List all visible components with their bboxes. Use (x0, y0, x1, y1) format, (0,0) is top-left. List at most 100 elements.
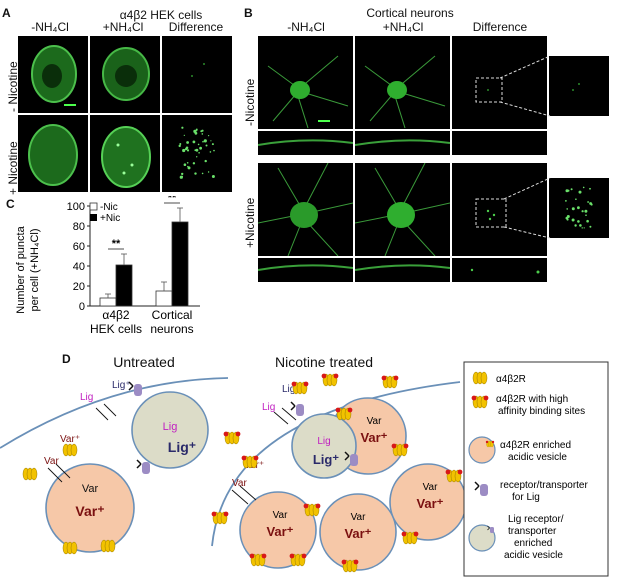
lig-label: Lig (163, 421, 178, 433)
puncta-dot (585, 214, 587, 216)
legend-label-plus-nic: +Nic (100, 213, 120, 224)
puncta-dot (192, 140, 196, 144)
puncta-dot (566, 208, 568, 210)
x-tick-cortical-line1: Cortical (152, 308, 193, 322)
puncta-dot (583, 227, 585, 229)
micrograph-neuron-nicotine-dendrite-minus (258, 258, 353, 282)
var-plus-label-treated-1: Var⁺ (360, 430, 387, 445)
var-plus-label: Var⁺ (75, 503, 104, 519)
puncta-dot (209, 151, 212, 153)
var-label-treated-1: Var (367, 416, 382, 427)
puncta-dot (207, 171, 210, 173)
var-vesicle-untreated (45, 463, 135, 553)
lig-plus-membrane-label-treated: Lig⁺ (282, 384, 301, 395)
nicotine-treated-title: Nicotine treated (274, 354, 374, 370)
y-tick-label: 0 (79, 301, 85, 313)
membrane-untreated (0, 377, 229, 449)
puncta-dot (566, 218, 569, 221)
legend-lig-vesicle-line1: Lig receptor/ (508, 514, 564, 525)
y-tick-label: 20 (73, 281, 85, 293)
puncta-dot (575, 198, 577, 200)
puncta-dot (192, 162, 196, 165)
micrograph-hek-nicotine-minus-nh4cl (18, 115, 88, 192)
var-label: Var (82, 483, 99, 495)
puncta-dot (183, 134, 185, 136)
legend-lig-vesicle-line2: transporter (508, 526, 557, 537)
puncta-dot (581, 210, 584, 213)
puncta-dot (194, 131, 198, 135)
micrograph-neuron-untreated-plus-nh4cl (355, 36, 450, 129)
micrograph-neuron-nicotine-dendrite-diff (452, 258, 547, 282)
legend-receptor-label: α4β2R (496, 374, 526, 385)
lig-plus-label: Lig⁺ (168, 439, 196, 455)
legend-enriched-line2: acidic vesicle (508, 452, 567, 463)
puncta-dot (185, 146, 189, 150)
puncta-dot (579, 224, 582, 227)
micrograph-neuron-untreated-zoom (549, 56, 609, 116)
panel-b-row-minus-nicotine: -Nicotine (243, 78, 257, 126)
micrograph-hek-untreated-difference (162, 36, 232, 113)
panel-c-letter: C (6, 197, 15, 211)
puncta-dot (211, 175, 215, 178)
puncta-dot (567, 216, 569, 218)
puncta-dot (203, 139, 207, 143)
panel-b-col-plus: +NH₄Cl (382, 20, 424, 34)
puncta-dot (186, 149, 190, 152)
legend-high-affinity-line1: α4β2R with high (496, 394, 568, 405)
puncta-dot (210, 140, 212, 142)
panel-a-col-minus: -NH₄Cl (31, 20, 69, 34)
puncta-dot (186, 141, 189, 144)
puncta-dot (574, 224, 577, 227)
puncta-dot (584, 209, 588, 213)
puncta-dot (182, 148, 186, 153)
bar-plus-nic (171, 221, 189, 307)
puncta-dot (181, 126, 184, 129)
lig-vesicle-treated (291, 413, 357, 479)
puncta-dot (201, 172, 204, 175)
micrograph-neuron-nicotine-difference (452, 163, 547, 256)
lig-plus-membrane-label: Lig⁺ (112, 380, 131, 391)
var-membrane-label-treated: Var (232, 478, 247, 489)
micrograph-neuron-untreated-dendrite-minus (258, 131, 353, 155)
panel-b-zoom-lines (500, 55, 551, 239)
puncta-dot (208, 135, 210, 137)
y-axis-label-line2: per cell (+NH₄Cl) (29, 228, 41, 311)
lig-membrane-label-treated: Lig (262, 402, 275, 413)
var-vesicle-treated-3 (319, 493, 397, 571)
puncta-dot (199, 146, 202, 150)
panel-b-col-diff: Difference (472, 20, 528, 34)
lig-membrane-label: Lig (80, 392, 93, 403)
legend-var-vesicle (468, 436, 496, 464)
untreated-title: Untreated (113, 354, 175, 370)
puncta-dot (181, 172, 184, 176)
bar-plus-nic (115, 264, 133, 307)
significance-marker: ** (168, 196, 177, 204)
puncta-dot (213, 149, 215, 152)
puncta-dot (570, 188, 573, 191)
puncta-dot (197, 143, 200, 146)
puncta-dot (187, 166, 191, 170)
puncta-dot (565, 200, 567, 202)
puncta-dot (204, 159, 207, 163)
puncta-dot (590, 203, 593, 206)
micrograph-neuron-nicotine-dendrite-plus (355, 258, 450, 282)
legend-lig-vesicle-line3: enriched (514, 538, 552, 549)
puncta-dot (183, 163, 187, 166)
micrograph-hek-nicotine-plus-nh4cl (90, 115, 160, 192)
puncta-dot (211, 143, 214, 146)
micrograph-neuron-nicotine-minus-nh4cl (258, 163, 353, 256)
x-tick-hek-line2: HEK cells (90, 322, 142, 336)
lig-plus-label-treated: Lig⁺ (313, 452, 339, 467)
micrograph-hek-untreated-minus-nh4cl (18, 36, 88, 113)
var-plus-label-treated-3: Var⁺ (344, 526, 371, 541)
panel-b-row-plus-nicotine: +Nicotine (243, 197, 257, 248)
puncta-dot (202, 140, 204, 143)
panel-b-title: Cortical neurons (366, 6, 454, 20)
legend-transporter-line1: receptor/transporter (500, 480, 588, 491)
bar-minus-nic (99, 297, 117, 307)
legend-lig-vesicle-line4: acidic vesicle (504, 550, 563, 561)
bar-minus-nic (155, 290, 173, 307)
puncta-dot (587, 201, 589, 203)
puncta-dot (195, 129, 198, 131)
var-membrane-label: Var (44, 456, 59, 467)
